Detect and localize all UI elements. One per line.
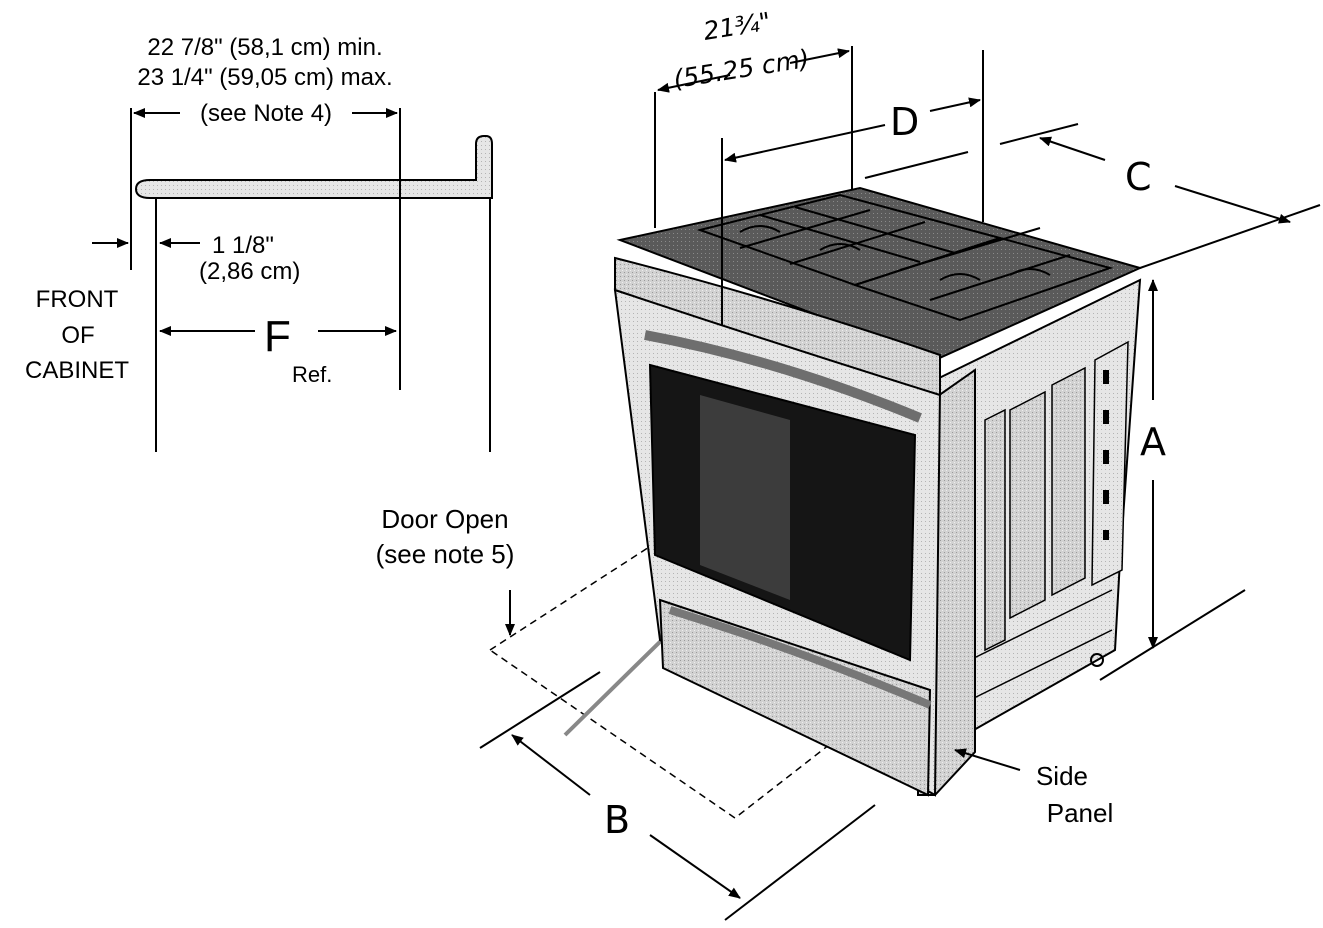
d-arrow-right	[929, 97, 981, 112]
side-panel-arrow	[954, 748, 1021, 771]
dimension-b-label: B	[604, 798, 630, 842]
floor-shadow-line	[563, 630, 672, 737]
countertop-detail: 22 7/8" (58,1 cm) min. 23 1/4" (59,05 cm…	[25, 34, 493, 452]
side-opening-1	[984, 408, 1006, 652]
cooktop-front-lip	[614, 256, 941, 397]
depth-min-label: 22 7/8" (58,1 cm) min.	[147, 34, 382, 61]
depth-max-label: 23 1/4" (59,05 cm) max.	[137, 64, 392, 91]
front-label-line3: CABINET	[25, 357, 129, 384]
d-ext-back	[864, 151, 969, 179]
countertop-slab	[134, 135, 493, 199]
side-panel-label-2: Panel	[1047, 798, 1114, 828]
f-ref-label: Ref.	[292, 362, 332, 387]
c-arrow-left	[1039, 136, 1106, 161]
door-open-footprint	[488, 539, 930, 819]
side-opening-2	[1009, 390, 1046, 620]
storage-drawer	[658, 598, 932, 797]
dimension-d-label: D	[890, 100, 919, 144]
a-ext-bottom	[1099, 589, 1246, 681]
c-ext-left	[999, 123, 1079, 145]
offset-metric-label: (2,86 cm)	[199, 258, 300, 285]
b-arrow-right	[649, 834, 741, 899]
b-arrow-left	[511, 734, 591, 796]
dimension-lines	[479, 46, 1321, 921]
offset-label: 1 1/8"	[212, 232, 274, 259]
side-bracket	[1091, 340, 1129, 587]
range-illustration: 21¾" (55.25 cm) D C A B Door Open (see n…	[376, 7, 1321, 921]
side-panel-label-1: Side	[1036, 761, 1088, 791]
dimension-a-label: A	[1140, 420, 1166, 464]
door-handle	[644, 330, 922, 423]
c-ext-right	[1139, 204, 1321, 269]
burner-grates	[696, 193, 1114, 322]
door-open-label: Door Open	[381, 504, 508, 534]
width-inch-label: 21¾"	[701, 7, 772, 46]
side-opening-3	[1051, 366, 1086, 597]
depth-note-label: (see Note 4)	[200, 100, 332, 127]
door-open-note: (see note 5)	[376, 539, 515, 569]
front-label-line1: FRONT	[36, 286, 119, 313]
width-arrow-left	[657, 74, 731, 93]
b-ext-right	[724, 804, 876, 921]
front-label-line2: OF	[61, 322, 94, 349]
leveling-leg	[1090, 653, 1104, 667]
width-metric-label: (55.25 cm)	[671, 44, 811, 94]
d-arrow-left	[724, 124, 886, 163]
f-dimension-letter: F	[264, 312, 291, 361]
width-arrow-right	[789, 48, 850, 64]
dimension-c-label: C	[1125, 155, 1152, 199]
drawer-handle	[668, 606, 932, 709]
b-ext-left	[479, 671, 601, 749]
c-arrow-right	[1174, 185, 1291, 224]
